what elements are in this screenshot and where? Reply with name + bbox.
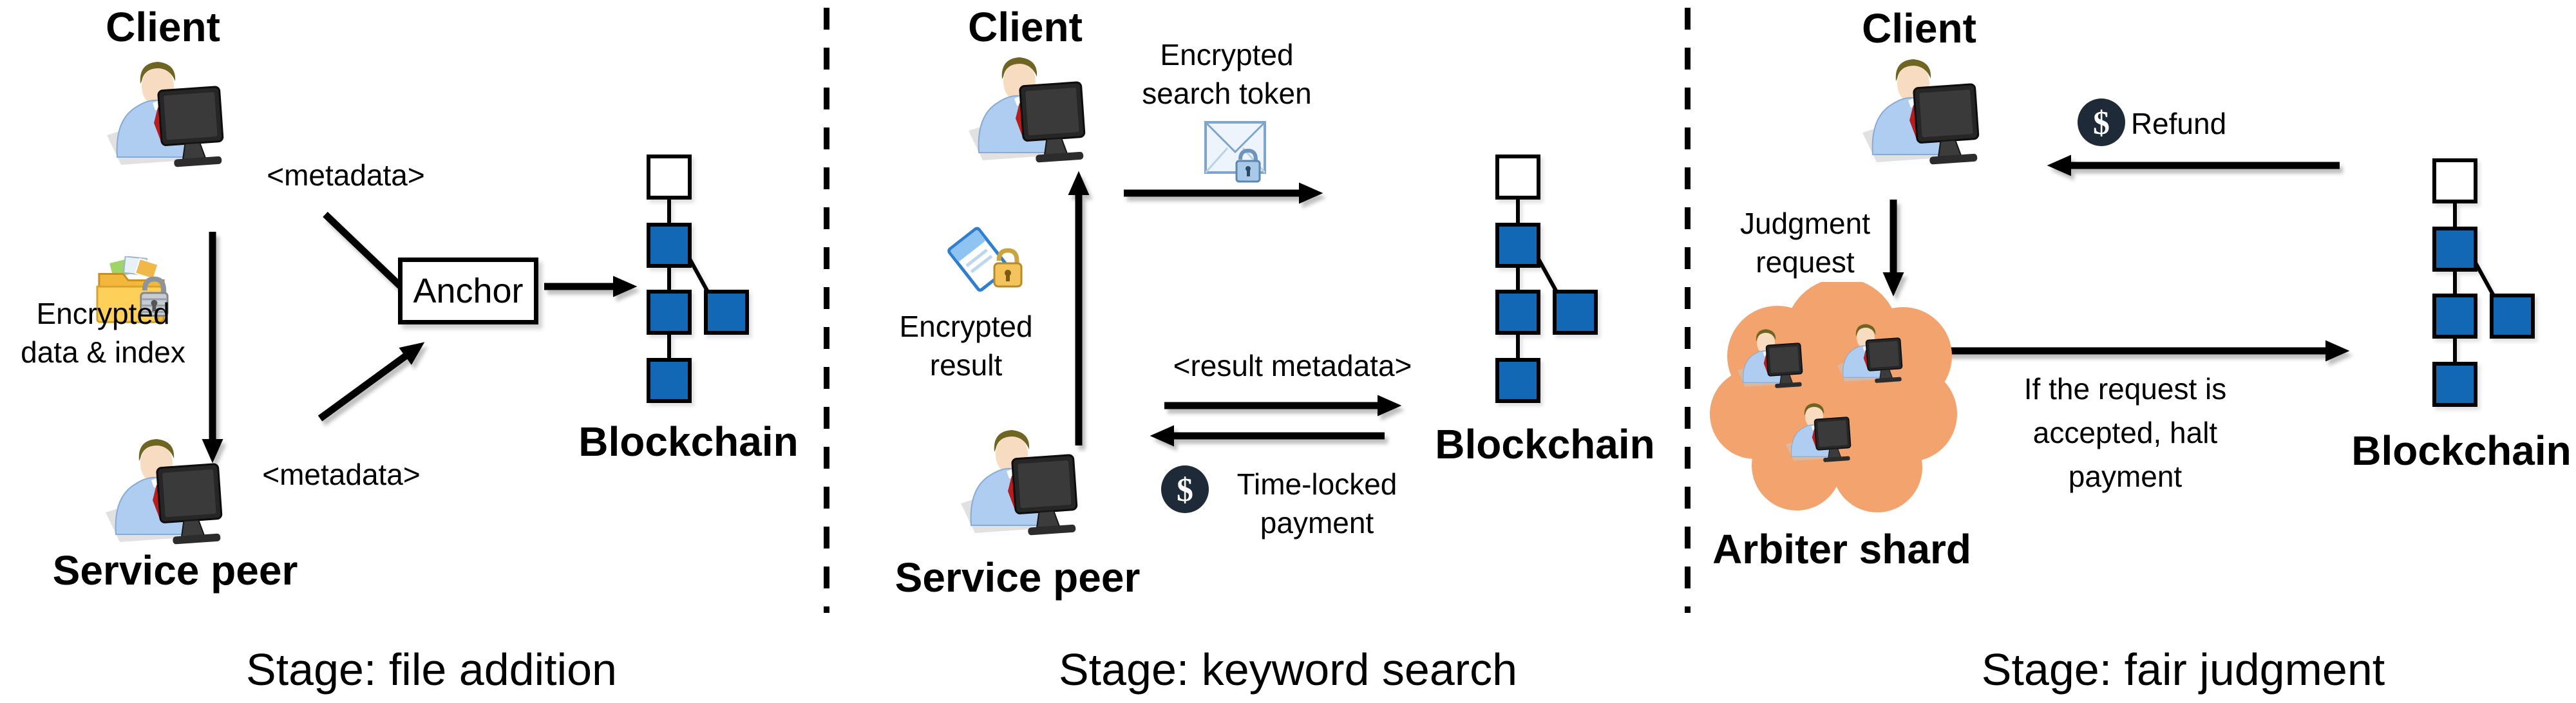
encrypted-data-line-1: Encrypted [36, 297, 170, 330]
client-icon-2 [960, 53, 1092, 166]
halt-line-3: payment [2068, 460, 2183, 493]
blockchain-label-3: Blockchain [2351, 427, 2571, 474]
client-icon-3 [1853, 55, 1985, 168]
time-locked-payment-label: Time-locked payment [1237, 465, 1397, 542]
search-token-label: Encrypted search token [1142, 35, 1311, 113]
metadata-bottom-label: <metadata> [262, 458, 421, 491]
search-token-icon [1202, 117, 1274, 187]
stage-label-1: Stage: file addition [246, 644, 617, 695]
time-locked-line-1: Time-locked [1236, 467, 1397, 501]
blockchain-label-1: Blockchain [578, 418, 799, 465]
svg-text:$: $ [2093, 105, 2110, 142]
halt-line-1: If the request is [2023, 372, 2227, 406]
encrypted-data-icon [91, 256, 174, 332]
svg-text:$: $ [1177, 472, 1193, 509]
refund-icon: $ [2076, 97, 2127, 148]
service-peer-icon-1 [97, 435, 229, 548]
refund-label: Refund [2130, 107, 2227, 140]
judgment-line-1: Judgment [1739, 207, 1871, 240]
encrypted-result-line-2: result [929, 348, 1003, 382]
arbiter-shard-cloud [1707, 282, 1958, 520]
service-peer-label-1: Service peer [52, 547, 298, 594]
encrypted-result-icon [945, 223, 1026, 295]
panel-separator-2 [1685, 8, 1690, 613]
blockchain-icon-1 [647, 155, 756, 403]
metadata-top-label: <metadata> [267, 158, 425, 192]
arbiter-shard-label: Arbiter shard [1712, 526, 1971, 572]
anchor-box: Anchor [398, 258, 538, 324]
encrypted-result-line-1: Encrypted [899, 310, 1033, 343]
panel-separator-1 [824, 8, 829, 613]
service-peer-label-2: Service peer [895, 554, 1141, 601]
blockchain-label-2: Blockchain [1435, 421, 1655, 467]
halt-payment-label: If the request is accepted, halt payment [2024, 367, 2227, 498]
blockchain-icon-3 [2432, 158, 2542, 407]
anchor-label: Anchor [413, 272, 524, 310]
client-label-2: Client [968, 4, 1083, 50]
stage-label-2: Stage: keyword search [1058, 644, 1518, 695]
time-locked-line-2: payment [1260, 506, 1374, 539]
search-token-line-2: search token [1142, 77, 1312, 110]
encrypted-data-label: Encrypted data & index [21, 294, 185, 371]
client-icon-1 [98, 58, 230, 171]
result-metadata-label: <result metadata> [1173, 349, 1412, 382]
service-peer-icon-2 [952, 426, 1084, 539]
halt-line-2: accepted, halt [2032, 416, 2218, 449]
client-label-3: Client [1862, 5, 1976, 52]
client-label-1: Client [106, 4, 220, 50]
search-token-line-1: Encrypted [1160, 38, 1294, 71]
blockchain-icon-2 [1495, 155, 1605, 403]
encrypted-data-line-2: data & index [21, 335, 185, 369]
judgment-request-label: Judgment request [1740, 204, 1870, 281]
stage-label-3: Stage: fair judgment [1981, 644, 2385, 695]
encrypted-result-label: Encrypted result [899, 307, 1032, 384]
judgment-line-2: request [1756, 245, 1855, 279]
time-locked-payment-icon: $ [1159, 464, 1211, 515]
